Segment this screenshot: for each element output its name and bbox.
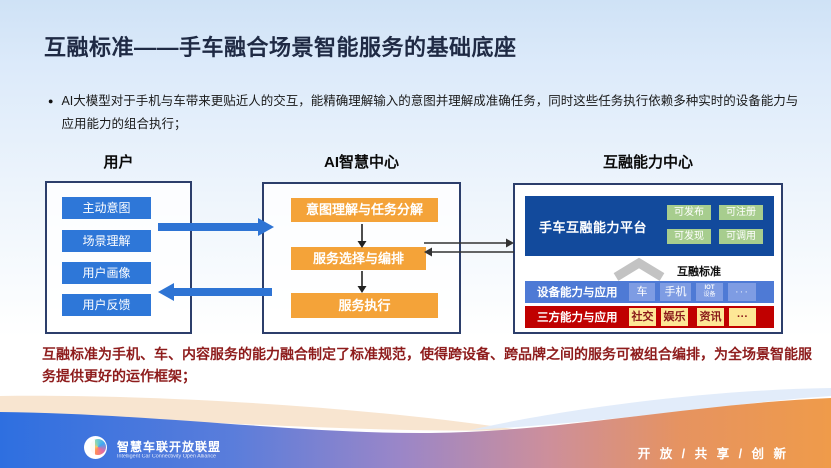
capability-center-box: 手车互融能力平台 可发布 可注册 可发现 可调用 互融标准 设备能力与应用 车 … <box>513 183 783 334</box>
ai-step-service-execution: 服务执行 <box>291 293 438 318</box>
chevron-up-icon <box>613 257 665 281</box>
summary-text: 互融标准为手机、车、内容服务的能力融合制定了标准规范，使得跨设备、跨品牌之间的服… <box>42 346 812 384</box>
third-party-chip-news: 资讯 <box>697 308 724 326</box>
third-party-chip-entertainment: 娱乐 <box>661 308 688 326</box>
device-chip-iot: IOT 设备 <box>696 283 723 301</box>
bullet-text: AI大模型对于手机与车带来更贴近人的交互，能精确理解输入的意图并理解成准确任务，… <box>61 94 799 132</box>
platform-tag-publishable: 可发布 <box>667 205 711 220</box>
platform-tag-registrable: 可注册 <box>719 205 763 220</box>
footer-gradient-band <box>0 398 831 468</box>
ai-column-header: AI智慧中心 <box>323 154 399 171</box>
capability-column-header: 互融能力中心 <box>602 154 693 171</box>
footer-blue-swash <box>470 388 831 430</box>
ai-center-box: 意图理解与任务分解 服务选择与编排 服务执行 <box>262 182 461 334</box>
device-chip-phone: 手机 <box>660 283 691 301</box>
user-item-scene-understanding: 场景理解 <box>62 230 151 252</box>
third-party-chip-more: ··· <box>729 308 756 326</box>
iot-chip-bottom: 设备 <box>703 292 716 298</box>
iot-chip-top: IOT <box>704 285 715 291</box>
bullet-item: ● AI大模型对于手机与车带来更贴近人的交互，能精确理解输入的意图并理解成准确任… <box>48 90 804 136</box>
device-row-label: 设备能力与应用 <box>537 287 618 299</box>
user-box: 主动意图 场景理解 用户画像 用户反馈 <box>45 181 192 334</box>
user-item-active-intent: 主动意图 <box>62 197 151 219</box>
ai-step-service-orchestration: 服务选择与编排 <box>291 247 426 270</box>
platform-label: 手车互融能力平台 <box>539 219 648 235</box>
platform-tag-invocable: 可调用 <box>719 229 763 244</box>
footer-wave <box>0 388 831 468</box>
third-party-row-label: 三方能力与应用 <box>537 312 618 324</box>
standard-label: 互融标准 <box>677 266 721 278</box>
third-party-capability-row: 三方能力与应用 社交 娱乐 资讯 ··· <box>525 306 774 328</box>
device-chip-more: ··· <box>728 283 756 301</box>
bullet-marker: ● <box>48 96 54 106</box>
device-chip-car: 车 <box>629 283 655 301</box>
user-item-user-profile: 用户画像 <box>62 262 151 284</box>
device-capability-row: 设备能力与应用 车 手机 IOT 设备 ··· <box>525 281 774 303</box>
platform-panel: 手车互融能力平台 可发布 可注册 可发现 可调用 <box>525 196 774 256</box>
ai-step-intent-decompose: 意图理解与任务分解 <box>291 198 438 222</box>
footer-peach-swash <box>0 395 520 431</box>
user-item-user-feedback: 用户反馈 <box>62 294 151 316</box>
third-party-chip-social: 社交 <box>629 308 656 326</box>
platform-tag-discoverable: 可发现 <box>667 229 711 244</box>
page-title: 互融标准——手车融合场景智能服务的基础底座 <box>44 35 517 60</box>
user-column-header: 用户 <box>103 154 134 171</box>
